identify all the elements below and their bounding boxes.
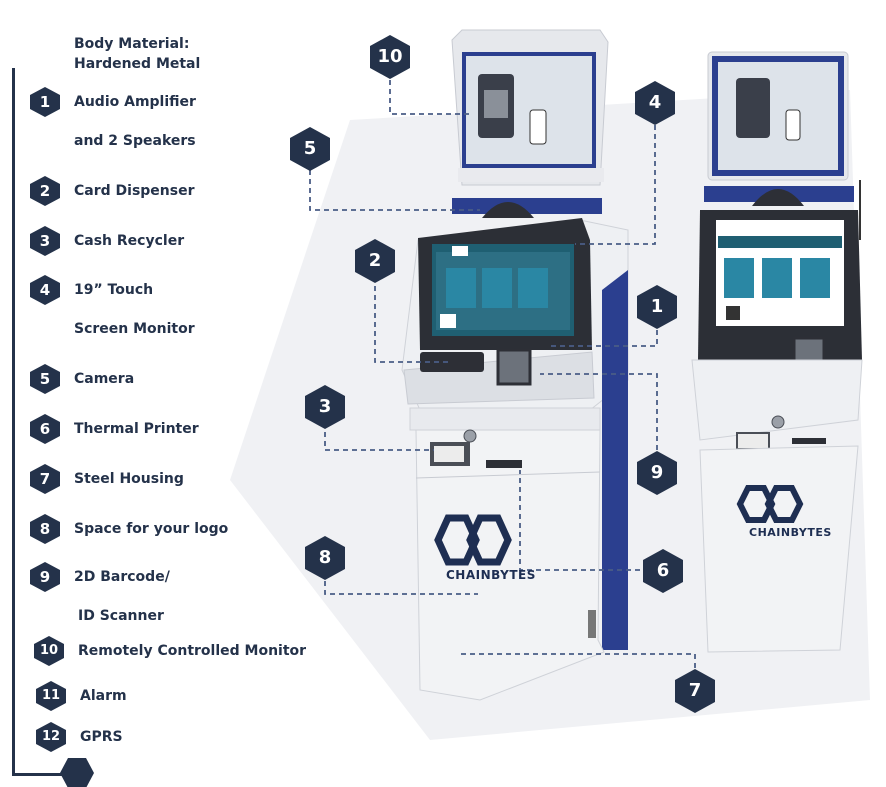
callout-number: 6 <box>656 560 670 581</box>
badge-number: 6 <box>39 420 51 438</box>
legend-item-2: 2 Card Dispenser <box>28 176 195 206</box>
kiosk-body-main <box>401 218 629 701</box>
badge-number: 12 <box>41 729 61 744</box>
hexagon-badge-icon: 3 <box>28 226 62 256</box>
badge-number: 5 <box>39 370 51 388</box>
legend-item-4: 4 19” Touch <box>28 275 153 305</box>
legend-label: Card Dispenser <box>74 183 195 199</box>
legend-item-1: 1 Audio Amplifier <box>28 87 196 117</box>
badge-number: 9 <box>39 568 51 586</box>
callout-10: 10 <box>367 34 413 80</box>
callout-number: 3 <box>318 396 332 417</box>
legend-label-continued: and 2 Speakers <box>74 133 196 149</box>
badge-number: 3 <box>39 232 51 250</box>
legend-title: Body Material: Hardened Metal <box>74 34 274 74</box>
callout-number: 2 <box>368 250 382 271</box>
legend-title-line2: Hardened Metal <box>74 56 201 72</box>
hexagon-badge-icon: 7 <box>28 464 62 494</box>
legend-label: Cash Recycler <box>74 233 185 249</box>
callout-number: 7 <box>688 680 702 701</box>
legend-label: Camera <box>74 371 135 387</box>
legend-label-continued: ID Scanner <box>78 608 164 624</box>
brand-name-secondary: CHAINBYTES <box>749 526 832 539</box>
callout-number: 4 <box>648 92 662 113</box>
badge-number: 4 <box>39 281 51 299</box>
legend-item-5: 5 Camera <box>28 364 134 394</box>
legend-item-10: 10 Remotely Controlled Monitor <box>32 636 306 666</box>
hexagon-badge-icon: 1 <box>28 87 62 117</box>
callout-2: 2 <box>352 238 398 284</box>
hexagon-badge-icon: 12 <box>34 722 68 752</box>
legend-label: Audio Amplifier <box>74 94 196 110</box>
hexagon-badge-icon: 6 <box>28 414 62 444</box>
legend-label: GPRS <box>80 729 123 745</box>
legend-item-7: 7 Steel Housing <box>28 464 184 494</box>
hexagon-badge-icon: 4 <box>28 275 62 305</box>
badge-number: 8 <box>39 520 51 538</box>
legend-bottom-line <box>12 773 72 776</box>
hexagon-badge-icon: 8 <box>28 514 62 544</box>
hexagon-badge-icon: 2 <box>28 176 62 206</box>
callout-6: 6 <box>640 548 686 594</box>
callout-number: 5 <box>303 138 317 159</box>
legend-vertical-line <box>12 68 15 776</box>
callout-3: 3 <box>302 384 348 430</box>
callout-1: 1 <box>634 284 680 330</box>
brand-name-main: CHAINBYTES <box>446 568 536 582</box>
badge-number: 11 <box>41 688 61 703</box>
legend-item-3: 3 Cash Recycler <box>28 226 184 256</box>
legend-label-continued: Screen Monitor <box>74 321 195 337</box>
legend-item-12: 12 GPRS <box>34 722 123 752</box>
badge-number: 1 <box>39 93 51 111</box>
hexagon-badge-icon: 5 <box>28 364 62 394</box>
callout-4: 4 <box>632 80 678 126</box>
callout-connectors <box>309 80 696 668</box>
callout-5: 5 <box>287 126 333 172</box>
legend-title-line1: Body Material: <box>74 36 190 52</box>
badge-number: 7 <box>39 470 51 488</box>
legend-label: Alarm <box>80 688 127 704</box>
badge-number: 2 <box>39 182 51 200</box>
legend-label: Remotely Controlled Monitor <box>78 643 307 659</box>
camera-dome <box>482 202 534 218</box>
callout-number: 1 <box>650 296 664 317</box>
callout-7: 7 <box>672 668 718 714</box>
callout-number: 8 <box>318 547 332 568</box>
kiosk-secondary <box>691 51 863 653</box>
legend-item-11: 11 Alarm <box>34 681 127 711</box>
legend-label: Steel Housing <box>74 471 184 487</box>
callout-9: 9 <box>634 450 680 496</box>
badge-number: 10 <box>39 643 59 658</box>
callout-number: 9 <box>650 462 664 483</box>
legend-item-8: 8 Space for your logo <box>28 514 228 544</box>
legend-label: Space for your logo <box>74 521 229 537</box>
legend-item-9: 9 2D Barcode/ <box>28 562 170 592</box>
callout-number: 10 <box>377 46 403 67</box>
top-monitor-main <box>451 29 609 214</box>
legend-label: 2D Barcode/ <box>74 569 170 585</box>
chainbytes-logo-secondary <box>736 485 804 523</box>
hexagon-badge-icon: 11 <box>34 681 68 711</box>
legend-item-6: 6 Thermal Printer <box>28 414 199 444</box>
callout-8: 8 <box>302 535 348 581</box>
hexagon-badge-icon: 10 <box>32 636 66 666</box>
chainbytes-logo-main <box>434 514 512 566</box>
legend-end-hexagon <box>60 758 94 787</box>
legend-label: 19” Touch <box>74 282 154 298</box>
hexagon-badge-icon: 9 <box>28 562 62 592</box>
legend-label: Thermal Printer <box>74 421 199 437</box>
